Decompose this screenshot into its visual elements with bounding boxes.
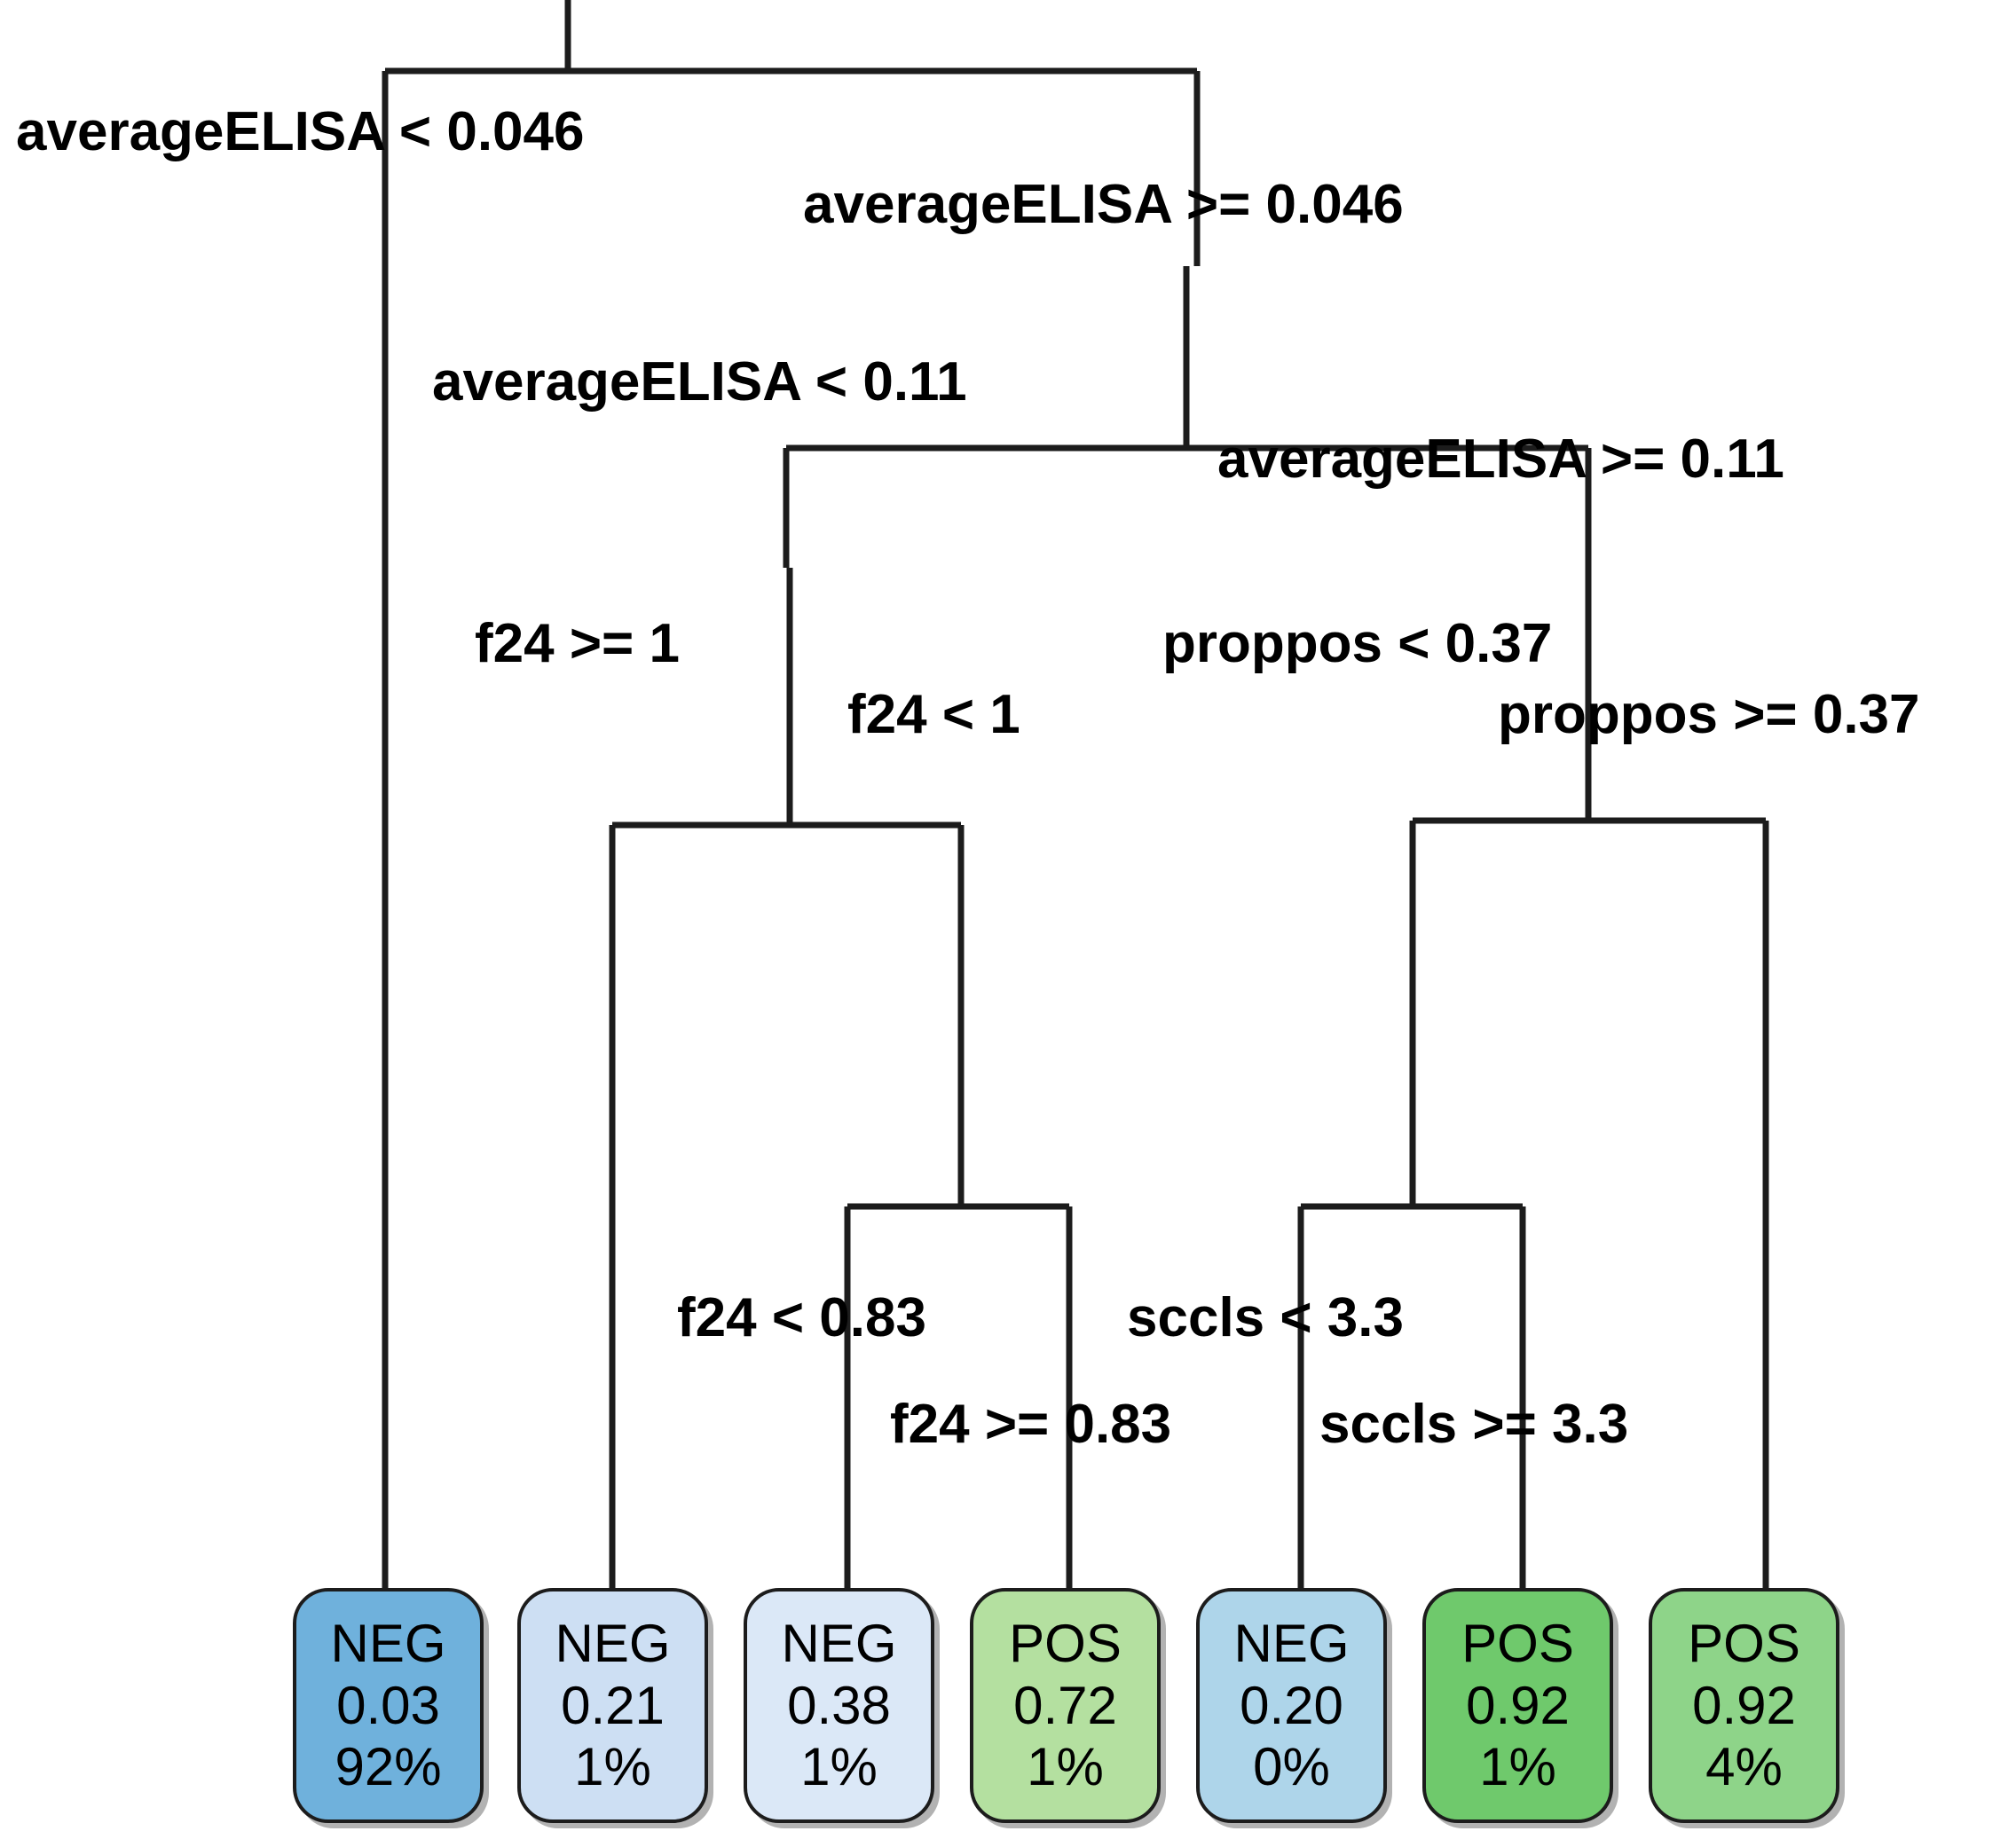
leaf-4-share: 1% (1027, 1737, 1104, 1797)
split-label-averageelisa-lt-0046: averageELISA < 0.046 (16, 101, 585, 162)
leaf-node-3: NEG 0.38 1% (744, 1588, 934, 1823)
leaf-2-class: NEG (555, 1614, 671, 1674)
leaf-5-probability: 0.20 (1240, 1675, 1343, 1735)
split-label-sccls-ge-33: sccls >= 3.3 (1319, 1394, 1629, 1455)
leaf-2-probability: 0.21 (561, 1675, 665, 1735)
leaf-node-5: NEG 0.20 0% (1196, 1588, 1387, 1823)
leaf-node-4: POS 0.72 1% (970, 1588, 1161, 1823)
leaf-4-probability: 0.72 (1013, 1675, 1117, 1735)
leaf-1-class: NEG (330, 1614, 446, 1674)
leaf-5-class: NEG (1233, 1614, 1350, 1674)
split-label-proppos-lt-037: proppos < 0.37 (1162, 613, 1553, 674)
leaf-5-share: 0% (1253, 1737, 1330, 1797)
split-label-averageelisa-ge-0046: averageELISA >= 0.046 (803, 174, 1404, 235)
split-label-f24-lt-1: f24 < 1 (847, 684, 1020, 745)
leaf-7-share: 4% (1705, 1737, 1783, 1797)
leaf-7-probability: 0.92 (1692, 1675, 1796, 1735)
leaf-3-class: NEG (781, 1614, 897, 1674)
leaf-node-1: NEG 0.03 92% (293, 1588, 484, 1823)
split-label-averageelisa-lt-011: averageELISA < 0.11 (432, 351, 967, 413)
split-label-proppos-ge-037: proppos >= 0.37 (1498, 684, 1920, 745)
leaf-6-probability: 0.92 (1466, 1675, 1570, 1735)
split-label-f24-lt-083: f24 < 0.83 (677, 1287, 926, 1348)
split-label-sccls-lt-33: sccls < 3.3 (1127, 1287, 1404, 1348)
leaf-2-share: 1% (574, 1737, 651, 1797)
leaf-7-class: POS (1688, 1614, 1800, 1674)
leaf-3-probability: 0.38 (787, 1675, 891, 1735)
leaf-1-probability: 0.03 (336, 1675, 440, 1735)
split-label-f24-ge-1: f24 >= 1 (475, 613, 680, 674)
leaf-node-6: POS 0.92 1% (1422, 1588, 1613, 1823)
split-label-averageelisa-ge-011: averageELISA >= 0.11 (1217, 428, 1784, 490)
leaf-6-share: 1% (1479, 1737, 1556, 1797)
leaf-1-share: 92% (335, 1737, 442, 1797)
leaf-node-7: POS 0.92 4% (1649, 1588, 1839, 1823)
leaf-4-class: POS (1009, 1614, 1122, 1674)
leaf-3-share: 1% (800, 1737, 878, 1797)
leaf-node-2: NEG 0.21 1% (517, 1588, 708, 1823)
leaf-6-class: POS (1461, 1614, 1574, 1674)
split-label-f24-ge-083: f24 >= 0.83 (890, 1394, 1172, 1455)
